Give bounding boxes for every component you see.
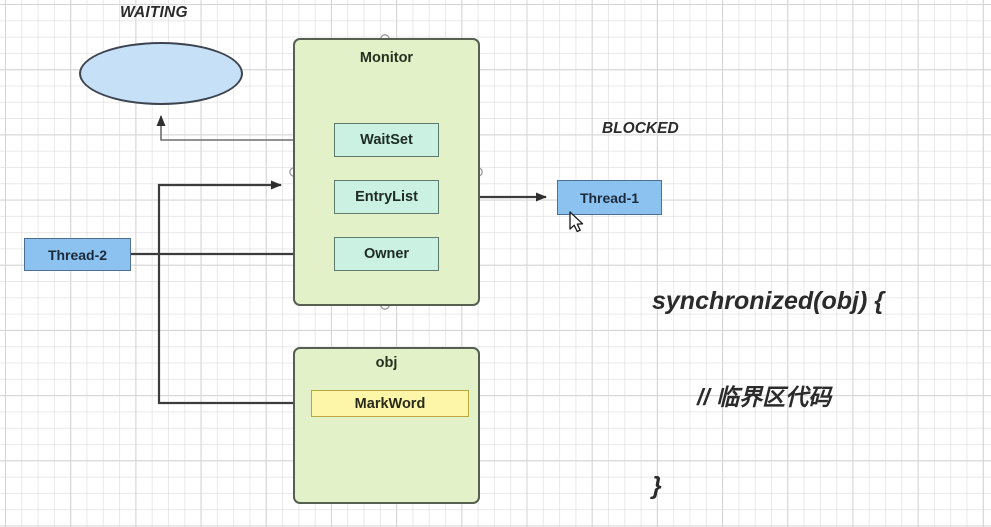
connector-waitset-to-waiting [156,115,334,141]
code-line-synchronized: synchronized(obj) { [652,287,884,315]
mouse-cursor-icon [569,211,584,233]
obj-container[interactable] [293,347,480,504]
waiting-state-ellipse[interactable] [79,42,243,105]
waiting-state-label: WAITING [120,4,188,21]
obj-title: obj [375,355,398,371]
monitor-title: Monitor [359,50,414,66]
code-line-comment: // 临界区代码 [697,384,832,410]
blocked-state-label: BLOCKED [602,120,679,137]
code-line-closing-brace: } [652,472,662,500]
connector-markword-to-monitor [157,180,311,405]
